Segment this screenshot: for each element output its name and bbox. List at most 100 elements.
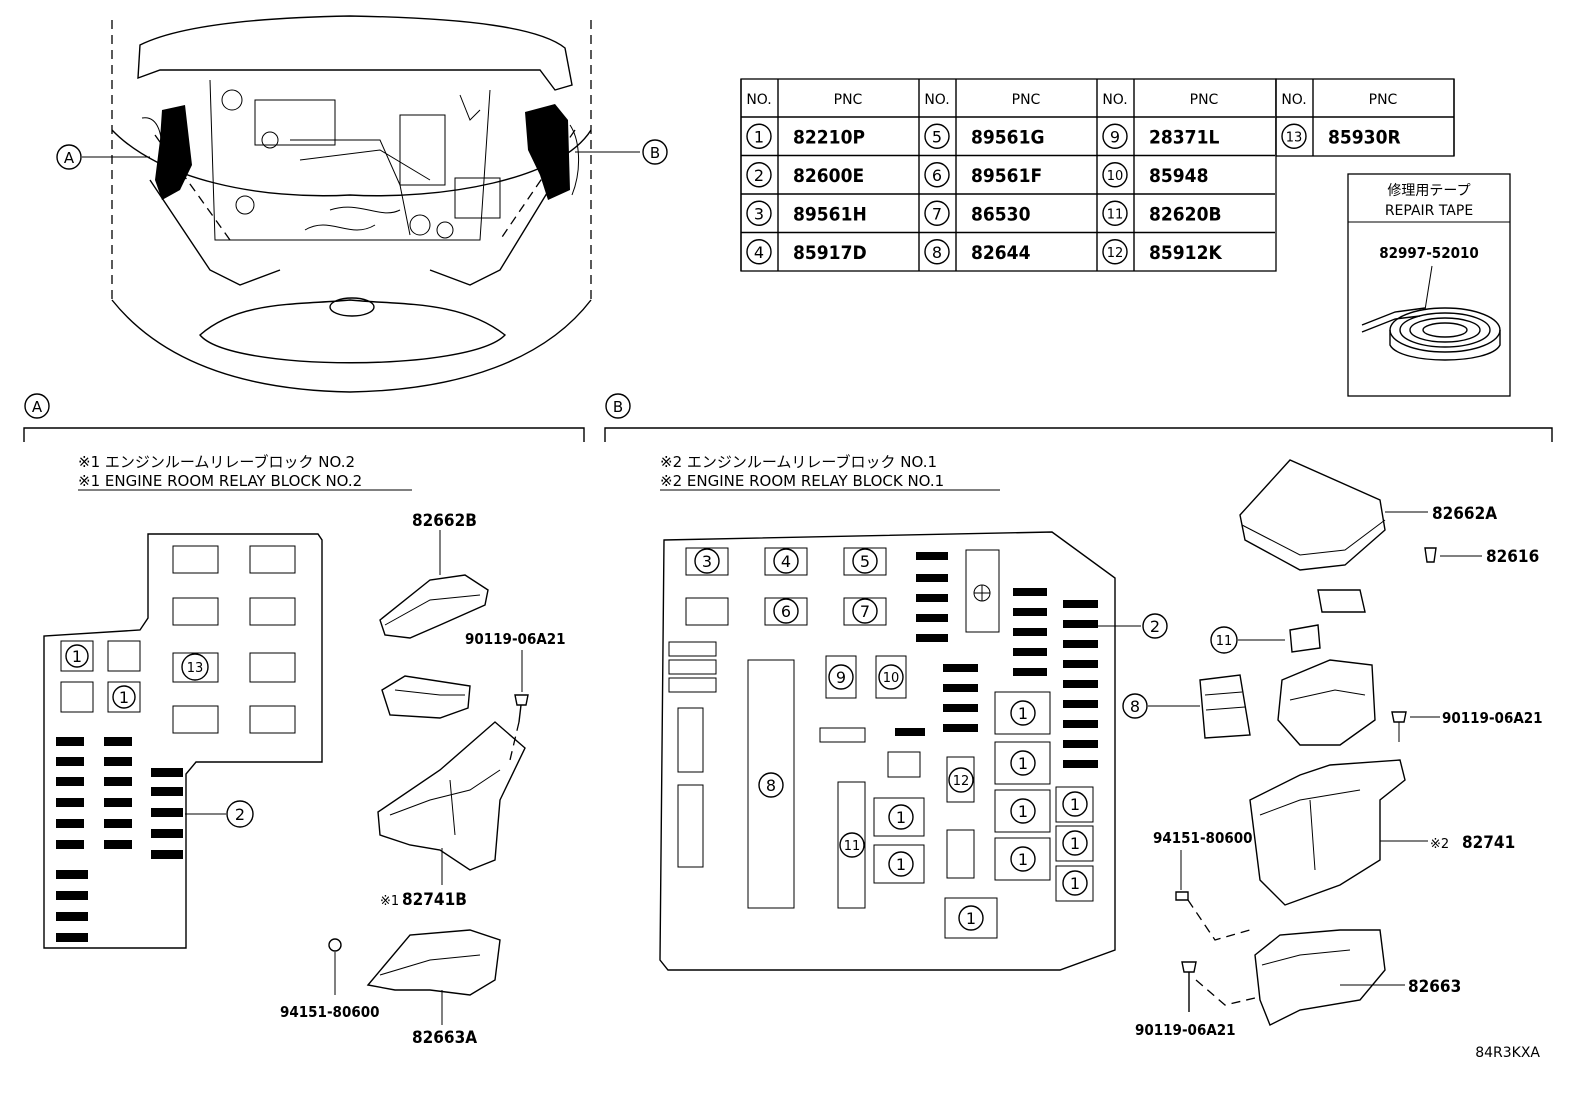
- table-row-82210P-pnc: 82210P: [793, 126, 865, 148]
- a-callout-13-number: 13: [187, 661, 204, 676]
- header-no: NO.: [924, 92, 949, 108]
- b-callout-9: 9: [828, 664, 854, 690]
- b-callout-1a: 1: [888, 804, 914, 830]
- label-mark-1: ※1: [380, 894, 399, 909]
- b-callout-7-number: 7: [860, 602, 870, 621]
- b-callout-1c-number: 1: [1018, 704, 1028, 723]
- section-b-marker: B: [613, 398, 623, 416]
- b-callout-10-number: 10: [883, 671, 900, 686]
- a-callout-1-top-number: 1: [72, 647, 82, 666]
- table-row-89561G-pnc: 89561G: [971, 126, 1045, 148]
- table-row-7-no: 7: [924, 200, 950, 226]
- b-callout-1j-number: 1: [966, 909, 976, 928]
- b-callout-1h: 1: [1062, 830, 1088, 856]
- b-callout-1d-number: 1: [1018, 754, 1028, 773]
- table-row-82600E-pnc: 82600E: [793, 165, 864, 187]
- b-callout-1h-number: 1: [1070, 834, 1080, 853]
- header-no: NO.: [1281, 92, 1306, 108]
- section-b-exploded-parts: 82662A 82616 90119-06A21 ※2 82741 94151-…: [1122, 459, 1543, 1039]
- b-callout-9-number: 9: [836, 668, 846, 687]
- table-row-82644-pnc: 82644: [971, 242, 1031, 264]
- table-row-7-no-number: 7: [932, 204, 942, 223]
- label-82662B: 82662B: [412, 511, 477, 531]
- repair-tape-part: 82997-52010: [1379, 244, 1479, 262]
- header-pnc: PNC: [1190, 92, 1219, 108]
- table-row-12-no-number: 12: [1107, 246, 1124, 261]
- repair-tape-title-en: REPAIR TAPE: [1385, 203, 1473, 219]
- table-row-1-no-number: 1: [754, 127, 764, 146]
- b-callout-10: 10: [878, 664, 904, 690]
- table-row-11-no-number: 11: [1107, 207, 1124, 222]
- relay-block-no2-layout: 1 1 13 2: [43, 533, 323, 949]
- label-82663A: 82663A: [412, 1028, 477, 1048]
- section-a-exploded-parts: 82662B 90119-06A21 ※1 82741B 94151-80600…: [280, 511, 566, 1048]
- a-callout-13: 13: [181, 653, 209, 681]
- table-row-9-no: 9: [1102, 123, 1128, 149]
- b-callout-1b-number: 1: [896, 855, 906, 874]
- b-callout-1e: 1: [1010, 798, 1036, 824]
- header-pnc: PNC: [1012, 92, 1041, 108]
- label-82663: 82663: [1408, 977, 1461, 997]
- table-row-6-no: 6: [924, 162, 950, 188]
- b-callout-1j: 1: [958, 905, 984, 931]
- engine-bay-overview: A B: [56, 15, 668, 393]
- table-row-10-no-number: 10: [1107, 169, 1124, 184]
- table-row-8-no: 8: [924, 239, 950, 265]
- table-row-85917D-pnc: 85917D: [793, 242, 867, 264]
- repair-tape-title-jp: 修理用テープ: [1387, 183, 1470, 199]
- fuse-row-group-b: [895, 552, 1098, 768]
- b-exploded-callout-11: 11: [1210, 626, 1238, 654]
- fuse-row-group: [56, 737, 183, 942]
- b-callout-6-number: 6: [781, 602, 791, 621]
- b-callout-8: 8: [758, 772, 784, 798]
- b-callout-1f-number: 1: [1018, 850, 1028, 869]
- a-callout-2-number: 2: [235, 805, 245, 824]
- table-row-3-no-number: 3: [754, 204, 764, 223]
- b-callout-1b: 1: [888, 851, 914, 877]
- b-callout-6: 6: [773, 598, 799, 624]
- b-exploded-callout-8-number: 8: [1130, 697, 1140, 716]
- table-row-89561H-pnc: 89561H: [793, 203, 867, 225]
- b-callout-11-number: 11: [844, 839, 861, 854]
- b-callout-8-number: 8: [766, 776, 776, 795]
- label-94151-80600-b: 94151-80600: [1153, 829, 1253, 847]
- table-row-10-no: 10: [1102, 162, 1128, 188]
- header-pnc: PNC: [834, 92, 863, 108]
- b-exploded-callout-11-number: 11: [1216, 634, 1233, 649]
- b-callout-1g-number: 1: [1070, 795, 1080, 814]
- b-callout-1g: 1: [1062, 791, 1088, 817]
- table-row-1-no: 1: [746, 123, 772, 149]
- b-callout-4-number: 4: [781, 552, 791, 571]
- table-row-6-no-number: 6: [932, 166, 942, 185]
- b-callout-1e-number: 1: [1018, 802, 1028, 821]
- b-callout-1f: 1: [1010, 846, 1036, 872]
- section-b-header: B ※2 エンジンルームリレーブロック NO.1 ※2 ENGINE ROOM …: [604, 393, 1553, 491]
- table-row-12-no: 12: [1102, 239, 1128, 265]
- table-row-13-no-number: 13: [1286, 130, 1303, 145]
- section-a-title-en: ※1 ENGINE ROOM RELAY BLOCK NO.2: [78, 472, 362, 490]
- header-no: NO.: [1102, 92, 1127, 108]
- table-row-85912K-pnc: 85912K: [1149, 242, 1222, 264]
- b-callout-11: 11: [839, 832, 865, 858]
- b-callout-2-number: 2: [1150, 617, 1160, 636]
- table-row-9-no-number: 9: [1110, 127, 1120, 146]
- a-callout-1-bottom: 1: [112, 685, 136, 709]
- table-row-3-no: 3: [746, 200, 772, 226]
- label-82741B: 82741B: [402, 890, 467, 910]
- b-exploded-callout-8: 8: [1122, 693, 1148, 719]
- repair-tape-box: 修理用テープ REPAIR TAPE 82997-52010: [1347, 173, 1511, 397]
- table-row-4-no: 4: [746, 239, 772, 265]
- parts-table: NO. PNC 1 82210P 2 82600E 3 89561H 4 85917D NO. PNC…: [740, 78, 1455, 272]
- label-82741: 82741: [1462, 833, 1515, 853]
- label-94151-80600-a: 94151-80600: [280, 1003, 380, 1021]
- marker-a-text: A: [64, 149, 75, 167]
- label-mark-2: ※2: [1430, 837, 1449, 852]
- table-row-2-no: 2: [746, 162, 772, 188]
- table-row-13-no: 13: [1281, 123, 1307, 149]
- table-row-5-no: 5: [924, 123, 950, 149]
- table-row-4-no-number: 4: [754, 243, 764, 262]
- marker-b-text: B: [650, 144, 660, 162]
- b-callout-1i: 1: [1062, 870, 1088, 896]
